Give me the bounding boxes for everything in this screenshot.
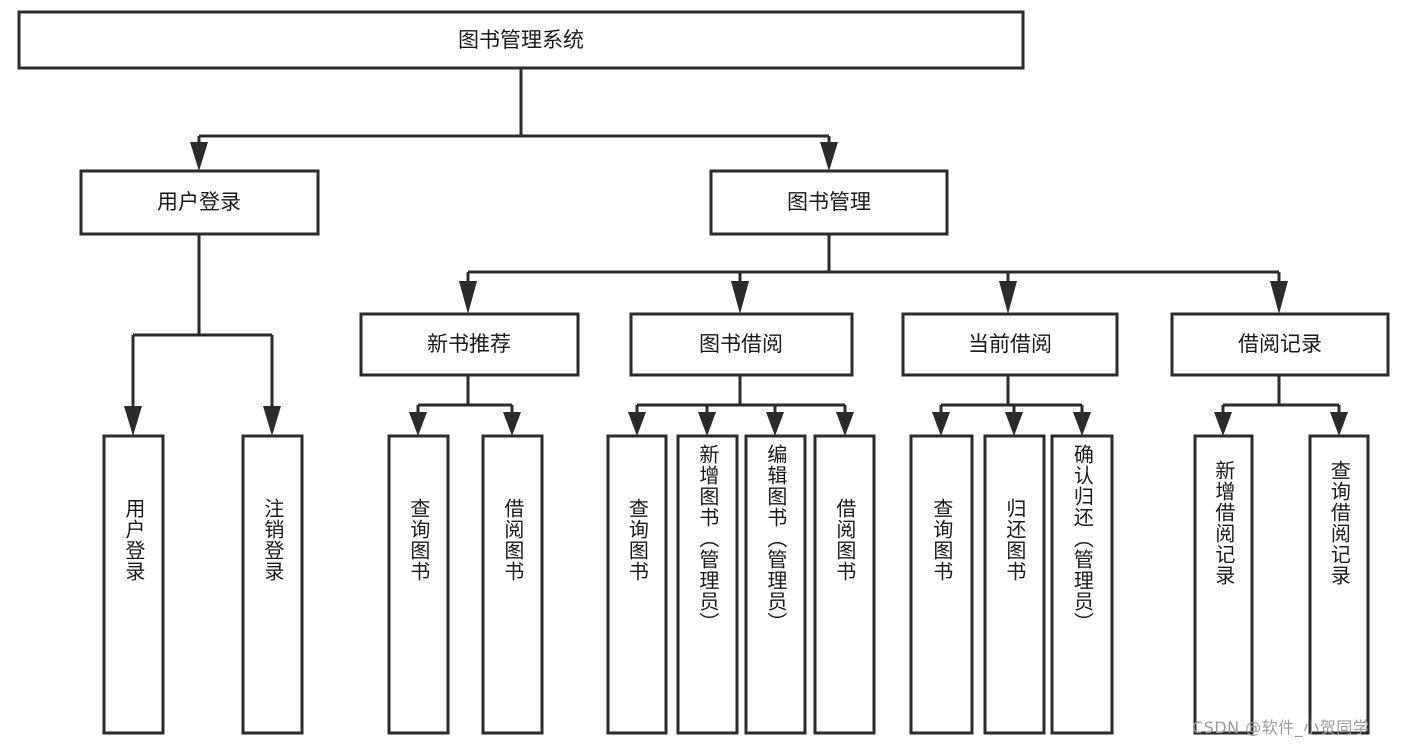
arrow-head-new-book-rec	[459, 281, 477, 314]
arrow-head-leaf-add-book-admin	[698, 412, 716, 436]
arrow-head-book-borrow	[731, 281, 749, 314]
watermark-text: CSDN @软件_小贺同学	[1192, 718, 1370, 737]
node-book-borrow[interactable]: 图书借阅	[629, 312, 854, 377]
arrow-head-leaf-borrow-book-rec	[503, 412, 521, 436]
arrow-head-leaf-add-borrow-record	[1214, 412, 1232, 436]
node-current-borrow[interactable]: 当前借阅	[901, 312, 1119, 377]
node-new-book-rec-box[interactable]	[359, 312, 580, 377]
node-root-label: 图书管理系统	[458, 28, 584, 52]
arrow-head-leaf-query-book-borrow	[628, 412, 646, 436]
node-leaf-borrow-book-box[interactable]	[813, 434, 876, 735]
node-root[interactable]: 图书管理系统	[17, 10, 1025, 70]
node-leaf-borrow-book-rec-box[interactable]	[481, 434, 544, 735]
node-new-book-rec-label: 新书推荐	[427, 332, 511, 356]
node-leaf-user-logout-box[interactable]	[241, 434, 304, 735]
arrow-head-leaf-query-book-rec	[409, 412, 427, 436]
arrow-head-user-login	[190, 142, 208, 171]
arrow-head-leaf-borrow-book	[836, 412, 854, 436]
arrow-head-book-manage	[820, 142, 838, 171]
arrow-head-leaf-return-book	[1005, 412, 1023, 436]
arrow-head-leaf-query-book-current	[932, 412, 950, 436]
arrow-head-leaf-user-login	[124, 406, 142, 436]
node-book-borrow-box[interactable]	[629, 312, 854, 377]
node-book-manage-box[interactable]	[709, 169, 949, 236]
arrow-head-leaf-confirm-return-admin	[1073, 412, 1091, 436]
connector-layer	[124, 68, 1348, 436]
node-leaf-query-book-rec-box[interactable]	[387, 434, 450, 735]
node-book-manage[interactable]: 图书管理	[709, 169, 949, 236]
node-leaf-query-book-borrow-box[interactable]	[606, 434, 668, 735]
node-current-borrow-label: 当前借阅	[968, 332, 1052, 356]
node-leaf-add-borrow-record-box[interactable]	[1193, 434, 1254, 735]
node-leaf-edit-book-admin-box[interactable]	[744, 434, 807, 735]
node-book-borrow-label: 图书借阅	[699, 332, 783, 356]
node-layer: 图书管理系统 用户登录 图书管理 新书推荐 图书借阅 当前	[17, 10, 1390, 735]
node-leaf-query-borrow-record-box[interactable]	[1308, 434, 1370, 735]
node-user-login-box[interactable]	[79, 169, 320, 236]
node-new-book-rec[interactable]: 新书推荐	[359, 312, 580, 377]
arrow-head-current-borrow	[999, 281, 1017, 314]
node-user-login[interactable]: 用户登录	[79, 169, 320, 236]
arrow-head-leaf-user-logout	[263, 406, 281, 436]
node-root-box[interactable]	[17, 10, 1025, 70]
node-user-login-label: 用户登录	[157, 190, 241, 214]
node-current-borrow-box[interactable]	[901, 312, 1119, 377]
arrow-head-leaf-query-borrow-record	[1330, 412, 1348, 436]
node-borrow-record-box[interactable]	[1170, 312, 1390, 377]
node-borrow-record-label: 借阅记录	[1238, 332, 1322, 356]
node-leaf-query-book-current-box[interactable]	[909, 434, 974, 735]
arrow-head-leaf-edit-book-admin	[766, 412, 784, 436]
node-leaf-confirm-return-admin-box[interactable]	[1050, 434, 1114, 735]
node-leaf-return-book-box[interactable]	[983, 434, 1046, 735]
arrow-head-borrow-record	[1270, 281, 1288, 314]
node-borrow-record[interactable]: 借阅记录	[1170, 312, 1390, 377]
node-book-manage-label: 图书管理	[787, 190, 871, 214]
node-leaf-user-login-box[interactable]	[102, 434, 165, 735]
node-leaf-add-book-admin-box[interactable]	[676, 434, 739, 735]
